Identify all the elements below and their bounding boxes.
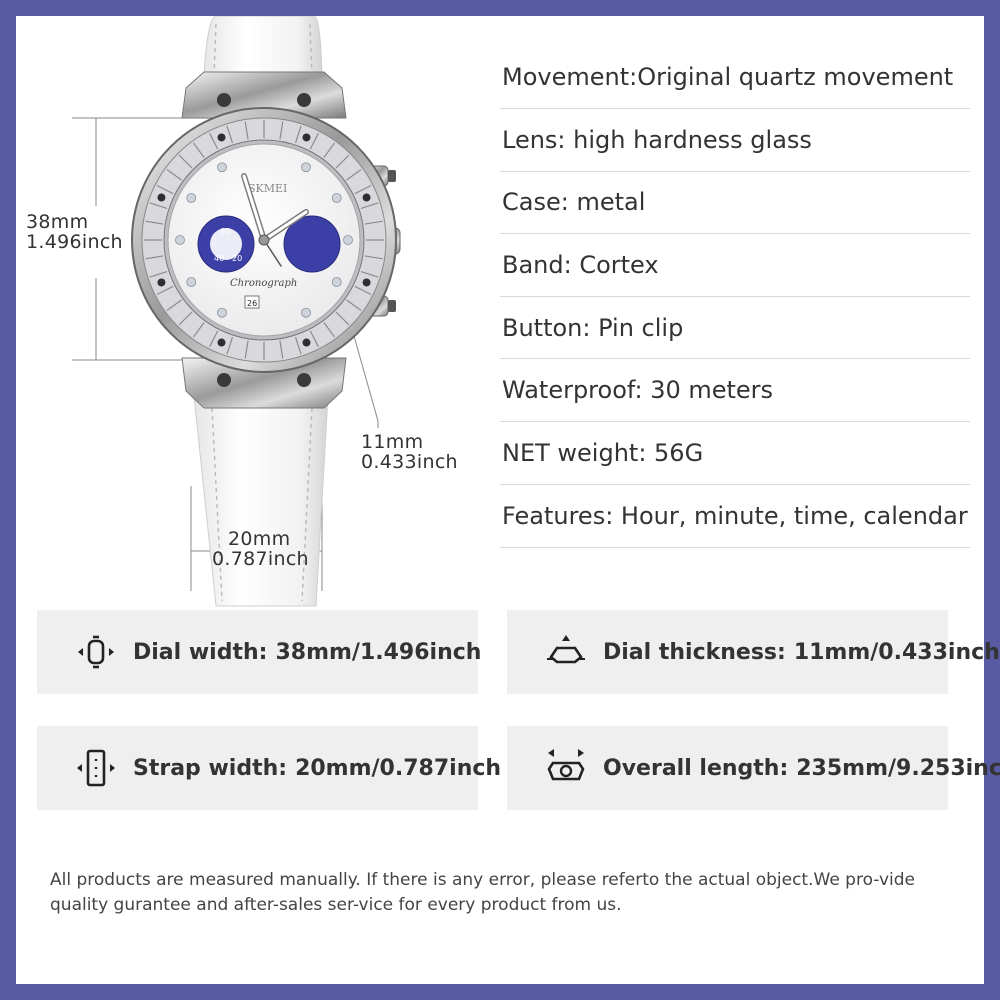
measurement-disclaimer: All products are measured manually. If t… bbox=[50, 870, 916, 915]
dial-width-icon bbox=[78, 635, 114, 669]
spec-row-weight: NET weight: 56G bbox=[500, 422, 970, 485]
strap-top bbox=[203, 16, 323, 77]
chronograph-script: Chronograph bbox=[230, 278, 297, 289]
spec-row-button: Button: Pin clip bbox=[500, 297, 970, 360]
spec-row-lens: Lens: high hardness glass bbox=[500, 109, 970, 172]
subdial-40: 40 bbox=[214, 254, 224, 263]
dial-width-mm-label: 38mm bbox=[26, 211, 89, 233]
feature-dial-width-label: Dial width: bbox=[133, 639, 268, 665]
spec-row-features: Features: Hour, minute, time, calendar bbox=[500, 485, 970, 548]
feature-strap-width-label: Strap width: bbox=[133, 755, 288, 781]
dial-thickness-icon bbox=[547, 635, 585, 664]
spec-list: Movement:Original quartz movement Lens: … bbox=[500, 46, 970, 548]
spec-row-case: Case: metal bbox=[500, 172, 970, 235]
strap-inch-label: 0.787inch bbox=[212, 548, 309, 570]
feature-overall-length-label: Overall length: bbox=[603, 755, 789, 781]
spec-waterproof: Waterproof: 30 meters bbox=[502, 376, 774, 405]
right-subdial bbox=[283, 215, 341, 273]
spec-row-waterproof: Waterproof: 30 meters bbox=[500, 359, 970, 422]
thickness-inch-label: 0.433inch bbox=[361, 451, 458, 473]
subdial-60: 60 bbox=[220, 227, 230, 236]
spec-features: Features: Hour, minute, time, calendar bbox=[502, 501, 968, 530]
spec-lens: Lens: high hardness glass bbox=[502, 125, 812, 154]
spec-weight: NET weight: 56G bbox=[502, 438, 704, 467]
strap-mm-label: 20mm bbox=[228, 528, 291, 550]
feature-overall-length-value: 235mm/9.253inch bbox=[796, 755, 1000, 781]
feature-dial-thickness-label: Dial thickness: bbox=[603, 639, 786, 665]
feature-strap-width: Strap width: 20mm/0.787inch bbox=[37, 726, 501, 810]
dial-width-inch-label: 1.496inch bbox=[26, 231, 123, 253]
overall-length-icon bbox=[547, 749, 585, 781]
thickness-mm-label: 11mm bbox=[361, 431, 424, 453]
spec-movement: Movement:Original quartz movement bbox=[502, 63, 954, 91]
date-window: 26 bbox=[247, 299, 257, 308]
spec-row-band: Band: Cortex bbox=[500, 234, 970, 297]
brand-logo: SKMEI bbox=[248, 182, 287, 195]
strap-width-icon bbox=[77, 749, 115, 787]
feature-dial-width-value: 38mm/1.496inch bbox=[275, 639, 482, 665]
feature-dial-width: Dial width: 38mm/1.496inch bbox=[37, 610, 482, 694]
feature-dial-thickness-value: 11mm/0.433inch bbox=[793, 639, 1000, 665]
watch-image: 60 40 20 SKMEI Chronograph 26 bbox=[72, 16, 401, 607]
feature-overall-length: Overall length: 235mm/9.253inch bbox=[507, 726, 1000, 810]
feature-dial-thickness: Dial thickness: 11mm/0.433inch bbox=[507, 610, 1000, 694]
product-spec-panel: 60 40 20 SKMEI Chronograph 26 38mm 1.496… bbox=[16, 16, 1000, 984]
subdial-20: 20 bbox=[232, 254, 242, 263]
spec-button: Button: Pin clip bbox=[502, 313, 684, 342]
feature-strap-width-value: 20mm/0.787inch bbox=[295, 755, 502, 781]
spec-band: Band: Cortex bbox=[502, 250, 659, 279]
spec-case: Case: metal bbox=[502, 188, 646, 217]
spec-row-movement: Movement:Original quartz movement bbox=[500, 46, 970, 109]
strap-bottom bbox=[193, 395, 329, 607]
